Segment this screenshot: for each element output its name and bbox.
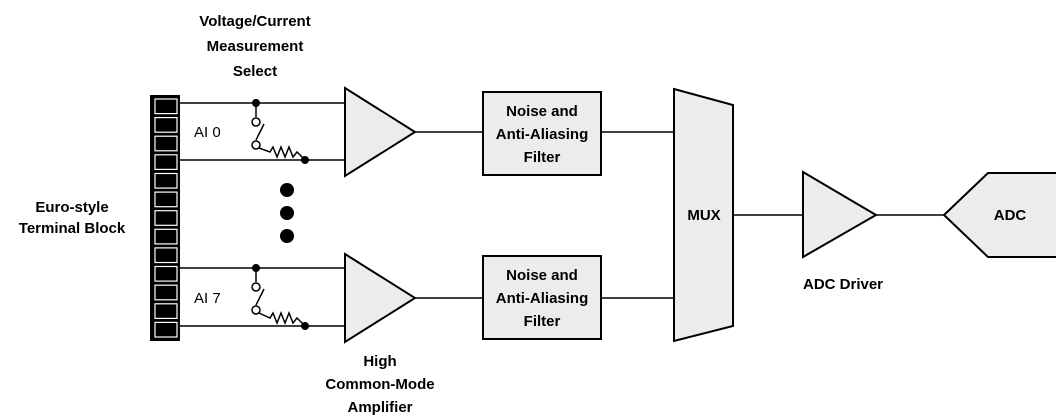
filter-top-box [482, 91, 602, 176]
terminal-slot [154, 172, 178, 189]
select-label-line1: Voltage/Current [199, 13, 310, 30]
terminal-slot [154, 265, 178, 282]
filter-bottom: Noise and Anti-Aliasing Filter [482, 255, 602, 340]
terminal-slot [154, 191, 178, 208]
ai7-resistor [258, 310, 306, 327]
ellipsis-dot [280, 206, 294, 220]
adc-shape [942, 172, 1056, 258]
ellipsis-dot [280, 183, 294, 197]
amplifier-label-line2: Common-Mode [325, 376, 434, 393]
adc-label: ADC [994, 207, 1027, 224]
terminal-slot [154, 284, 178, 301]
channel-ai7: AI 7 [180, 252, 483, 344]
amplifier-label-line3: Amplifier [347, 399, 412, 416]
terminal-slot [154, 210, 178, 226]
filter-bottom-line2: Anti-Aliasing [496, 290, 589, 307]
filter-top-line2: Anti-Aliasing [496, 126, 589, 143]
terminal-slot [154, 228, 178, 245]
ai0-switch-blade [255, 123, 265, 141]
ai0-resistor [258, 144, 306, 161]
adc-driver: ADC Driver [802, 170, 883, 293]
ellipsis-dot [280, 229, 294, 243]
terminal-slot [154, 321, 178, 338]
ai7-junction-bottom [301, 322, 309, 330]
amplifier-ai7 [344, 252, 417, 344]
filter-top-line3: Filter [524, 149, 561, 166]
ai0-junction-bottom [301, 156, 309, 164]
terminal-label-line2: Terminal Block [19, 220, 126, 237]
ai0-label: AI 0 [194, 124, 221, 141]
filter-top: Noise and Anti-Aliasing Filter [482, 91, 602, 176]
terminal-slot [154, 116, 178, 133]
filter-top-line1: Noise and [506, 103, 578, 120]
amplifier-label-line1: High [363, 353, 396, 370]
ai0-switch-contact-bottom [251, 140, 261, 150]
select-label-line3: Select [233, 63, 277, 80]
terminal-block [150, 95, 180, 341]
amplifier-ai0 [344, 86, 417, 178]
ai7-switch-contact-top [251, 282, 261, 292]
filter-bottom-line3: Filter [524, 313, 561, 330]
terminal-slot [154, 154, 178, 171]
terminal-slot [154, 98, 178, 115]
channel-ai0: AI 0 [180, 86, 483, 178]
terminal-slot [154, 247, 178, 264]
terminal-slot [154, 303, 178, 319]
ai0-switch-contact-top [251, 117, 261, 127]
mux-label: MUX [687, 207, 720, 224]
select-label-line2: Measurement [207, 38, 304, 55]
mux-shape [673, 87, 734, 343]
adc: ADC [942, 172, 1056, 258]
terminal-label-line1: Euro-style [35, 199, 108, 216]
mux: MUX [673, 87, 734, 343]
adc-driver-shape [802, 170, 878, 259]
filter-bottom-line1: Noise and [506, 267, 578, 284]
adc-driver-label: ADC Driver [803, 276, 883, 293]
terminal-slots [154, 98, 178, 338]
ai7-switch-contact-bottom [251, 305, 261, 315]
ai7-label: AI 7 [194, 290, 221, 307]
ai7-switch-blade [255, 288, 265, 306]
terminal-slot [154, 135, 178, 152]
